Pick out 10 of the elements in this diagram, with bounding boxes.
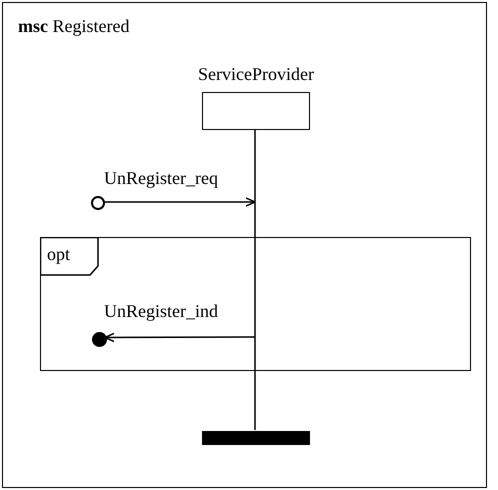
lifeline-name: ServiceProvider bbox=[197, 63, 315, 85]
filled-circle bbox=[92, 332, 107, 347]
message-arrow bbox=[104, 332, 255, 342]
frame-title: msc Registered bbox=[18, 15, 130, 37]
fragment-operator: opt bbox=[47, 243, 70, 265]
open-circle bbox=[91, 196, 105, 210]
diagram-frame bbox=[2, 2, 487, 488]
message-arrow bbox=[104, 197, 256, 207]
stop-bar bbox=[202, 431, 310, 445]
lifeline bbox=[254, 129, 256, 430]
